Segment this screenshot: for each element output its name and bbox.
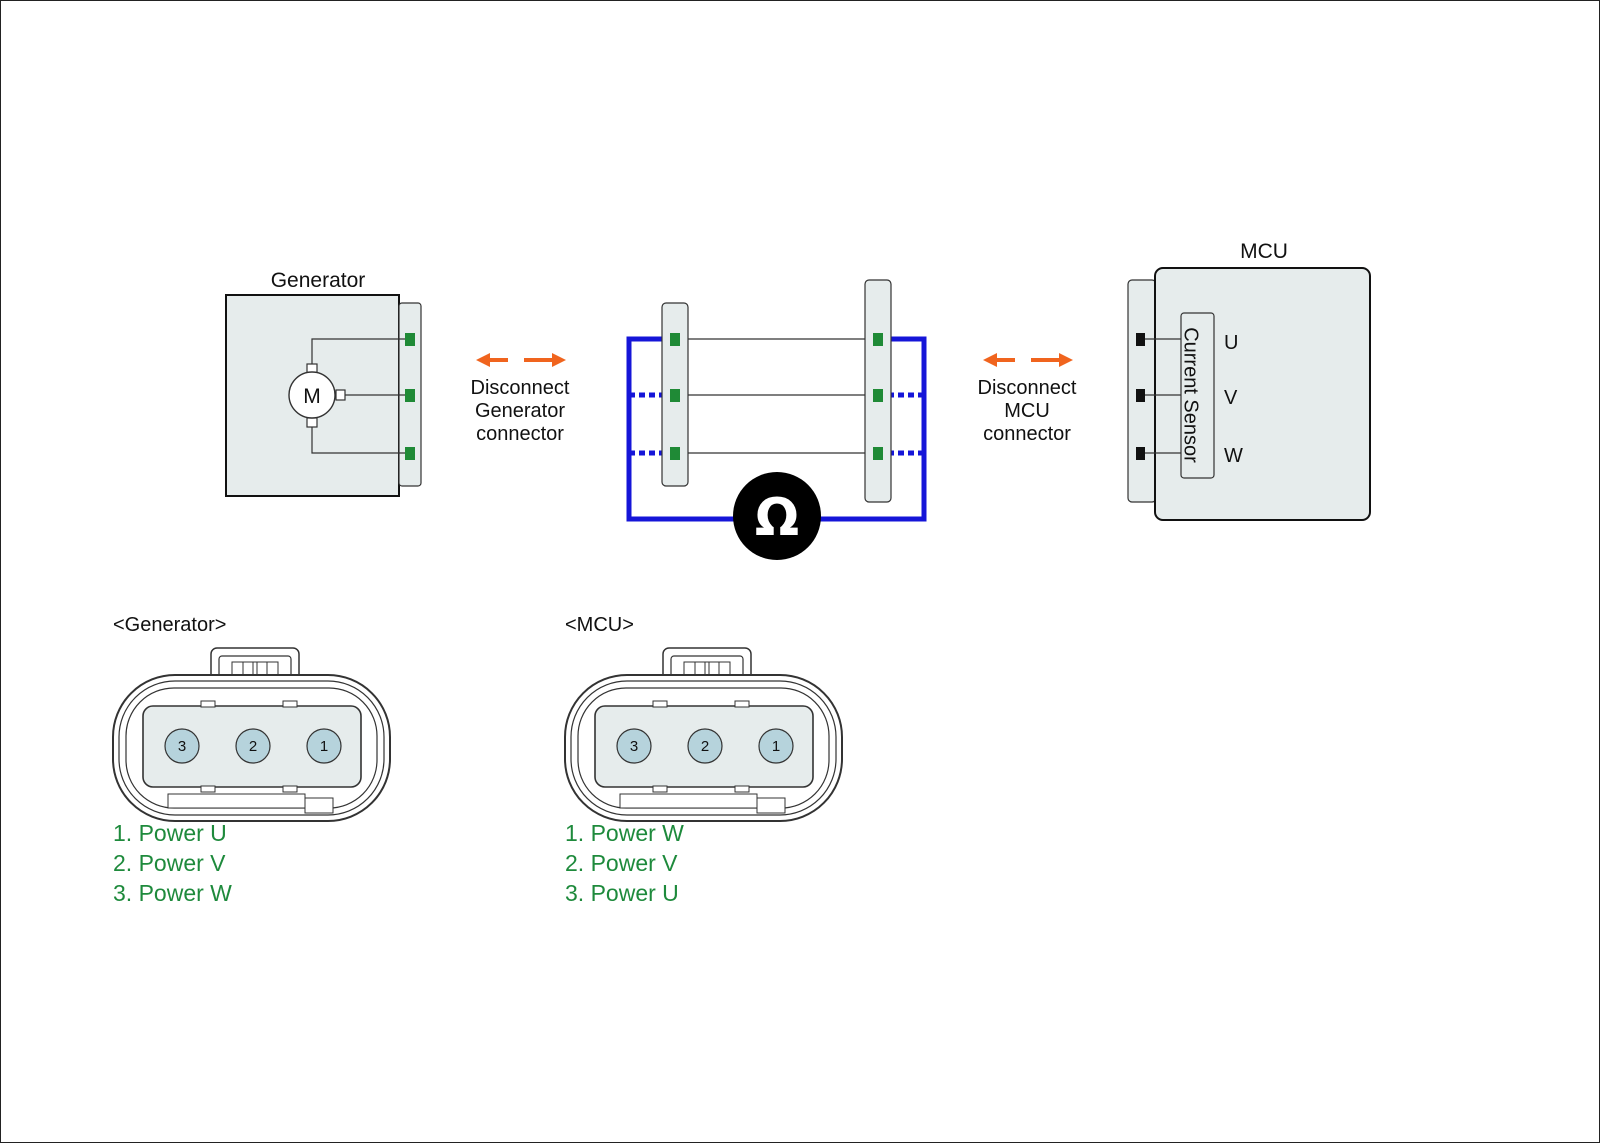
ohm-symbol: Ω [755, 488, 799, 548]
generator-connector-title: <Generator> [113, 614, 226, 636]
mcu-pin-3 [616, 728, 652, 764]
mcu-connector-face: 3 2 1 [564, 647, 843, 822]
ohmmeter-icon [733, 472, 821, 560]
mcu-pin-list: 1. Power W 2. Power V 3. Power U [565, 818, 684, 908]
arrow-right-icon [552, 353, 566, 367]
generator-pin-1 [306, 728, 342, 764]
disconnect-mcu-arrow [983, 353, 1073, 367]
generator-terminal-w [405, 447, 415, 460]
disconnect-mcu-line2: MCU [1004, 400, 1050, 422]
mcu-connector-title: <MCU> [565, 614, 634, 636]
motor-icon [288, 371, 336, 419]
generator-pin-number: 3 [178, 738, 186, 755]
current-sensor-label: Current Sensor [1180, 327, 1202, 463]
generator-terminal-v [405, 389, 415, 402]
mcu-block: MCU Current Sensor U V W [1127, 240, 1371, 521]
arrow-right-icon [1059, 353, 1073, 367]
generator-pin-number: 2 [249, 738, 257, 755]
mcu-pin-number: 2 [701, 738, 709, 755]
mcu-pin-2 [687, 728, 723, 764]
mcu-pin-item: 1. Power W [565, 820, 684, 846]
disconnect-generator-line1: Disconnect [471, 377, 570, 399]
phase-label-v: V [1224, 387, 1238, 409]
generator-pin-item: 1. Power U [113, 820, 227, 846]
current-sensor [1180, 312, 1215, 479]
generator-title: Generator [271, 269, 366, 292]
harness-test: Ω [626, 279, 927, 560]
mcu-pin-number: 1 [772, 738, 780, 755]
arrow-left-icon [476, 353, 490, 367]
disconnect-mcu-line1: Disconnect [978, 377, 1077, 399]
disconnect-generator-arrow [476, 353, 566, 367]
mcu-pin-item: 3. Power U [565, 880, 679, 906]
generator-pin-item: 3. Power W [113, 880, 232, 906]
disconnect-generator-line2: Generator [475, 400, 565, 422]
generator-pin-number: 1 [320, 738, 328, 755]
probe-lead-right [816, 336, 927, 522]
arrow-left-icon [983, 353, 997, 367]
probe-lead-left [626, 336, 738, 522]
mcu-pin-1 [758, 728, 794, 764]
motor-label: M [303, 385, 321, 408]
mcu-pin-item: 2. Power V [565, 850, 678, 876]
disconnect-generator-line3: connector [476, 423, 564, 445]
mcu-title: MCU [1240, 240, 1288, 263]
generator-pin-list: 1. Power U 2. Power V 3. Power W [113, 818, 232, 908]
generator-terminal-u [405, 333, 415, 346]
generator-pin-3 [164, 728, 200, 764]
generator-pin-2 [235, 728, 271, 764]
phase-label-w: W [1224, 445, 1243, 467]
disconnect-mcu-line3: connector [983, 423, 1071, 445]
generator-connector-face: 3 2 1 [112, 647, 391, 822]
generator-block: Generator M [225, 269, 422, 497]
mcu-pin-number: 3 [630, 738, 638, 755]
phase-label-u: U [1224, 332, 1238, 354]
generator-pin-item: 2. Power V [113, 850, 226, 876]
